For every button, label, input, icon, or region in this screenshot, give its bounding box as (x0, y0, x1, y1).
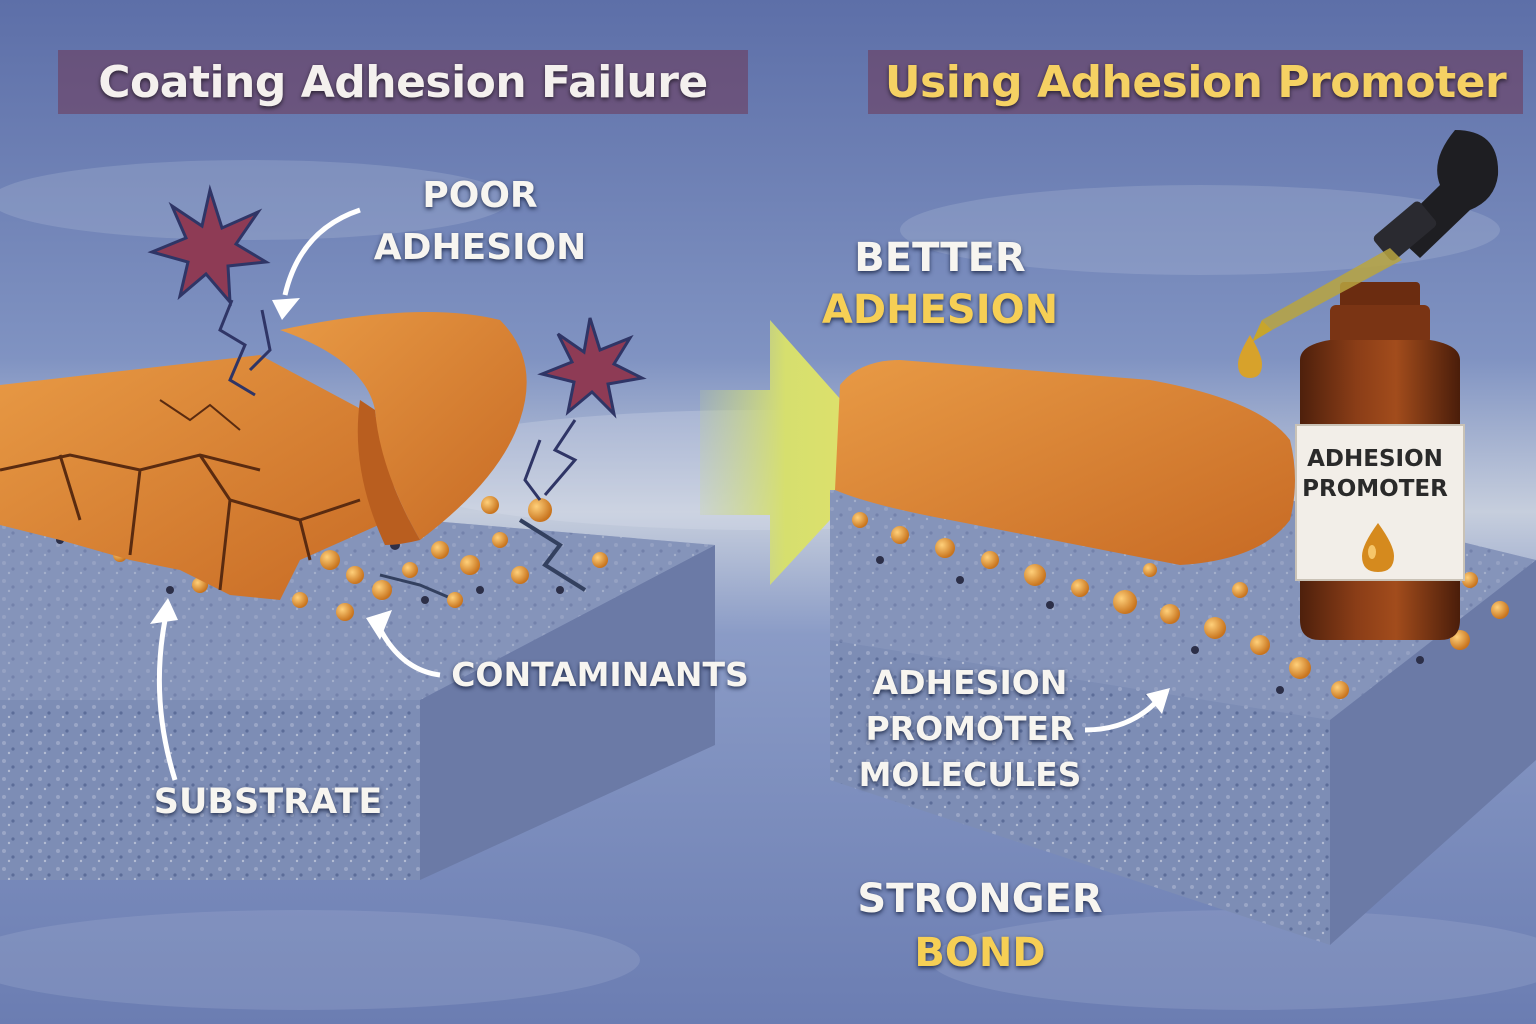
peeling-coating-curl (280, 312, 527, 545)
adhesion-promoter-molecules-label: ADHESION PROMOTER MOLECULES (830, 660, 1110, 798)
contaminants-arrow (366, 610, 441, 678)
dropper-icon (1252, 130, 1499, 342)
better-adhesion-line1: BETTER (854, 235, 1026, 281)
bottle-label-line1: ADHESION (1307, 446, 1443, 472)
stronger-bond-label: STRONGER BOND (820, 872, 1140, 980)
poor-adhesion-line1: POOR (422, 175, 538, 216)
promoter-molecules-arrow (1084, 688, 1170, 733)
poor-adhesion-arrow (272, 207, 361, 320)
poor-adhesion-label: POOR ADHESION (340, 170, 620, 274)
smooth-coating (835, 360, 1295, 565)
cracked-coating (0, 355, 400, 600)
falling-drop (1238, 335, 1262, 378)
better-adhesion-line2: ADHESION (821, 287, 1059, 333)
left-contaminant-particles (34, 496, 608, 621)
crack-icon (218, 299, 578, 501)
poor-adhesion-line2: ADHESION (373, 227, 587, 268)
oil-drop-icon (1362, 523, 1394, 572)
promoter-molecules-line3: MOLECULES (858, 755, 1082, 794)
burst-star-icon (537, 317, 647, 419)
process-arrow-icon (700, 320, 890, 585)
title-right-text: Using Adhesion Promoter (884, 56, 1507, 108)
contaminants-label: CONTAMINANTS (451, 655, 749, 694)
title-left-text: Coating Adhesion Failure (98, 56, 708, 108)
stronger-bond-line1: STRONGER (857, 876, 1103, 922)
stronger-bond-line2: BOND (914, 930, 1046, 976)
bottle-label-text: ADHESION PROMOTER (1296, 444, 1454, 504)
substrate-label: SUBSTRATE (153, 782, 383, 822)
promoter-molecules-line2: PROMOTER (865, 709, 1075, 748)
better-adhesion-label: BETTER ADHESION (790, 232, 1090, 336)
bottle-label-line2: PROMOTER (1302, 476, 1448, 502)
title-coating-adhesion-failure: Coating Adhesion Failure (58, 50, 748, 114)
substrate-arrow (150, 598, 178, 781)
burst-star-icon (147, 184, 271, 307)
title-using-adhesion-promoter: Using Adhesion Promoter (868, 50, 1523, 114)
promoter-molecules-line1: ADHESION (872, 663, 1068, 702)
